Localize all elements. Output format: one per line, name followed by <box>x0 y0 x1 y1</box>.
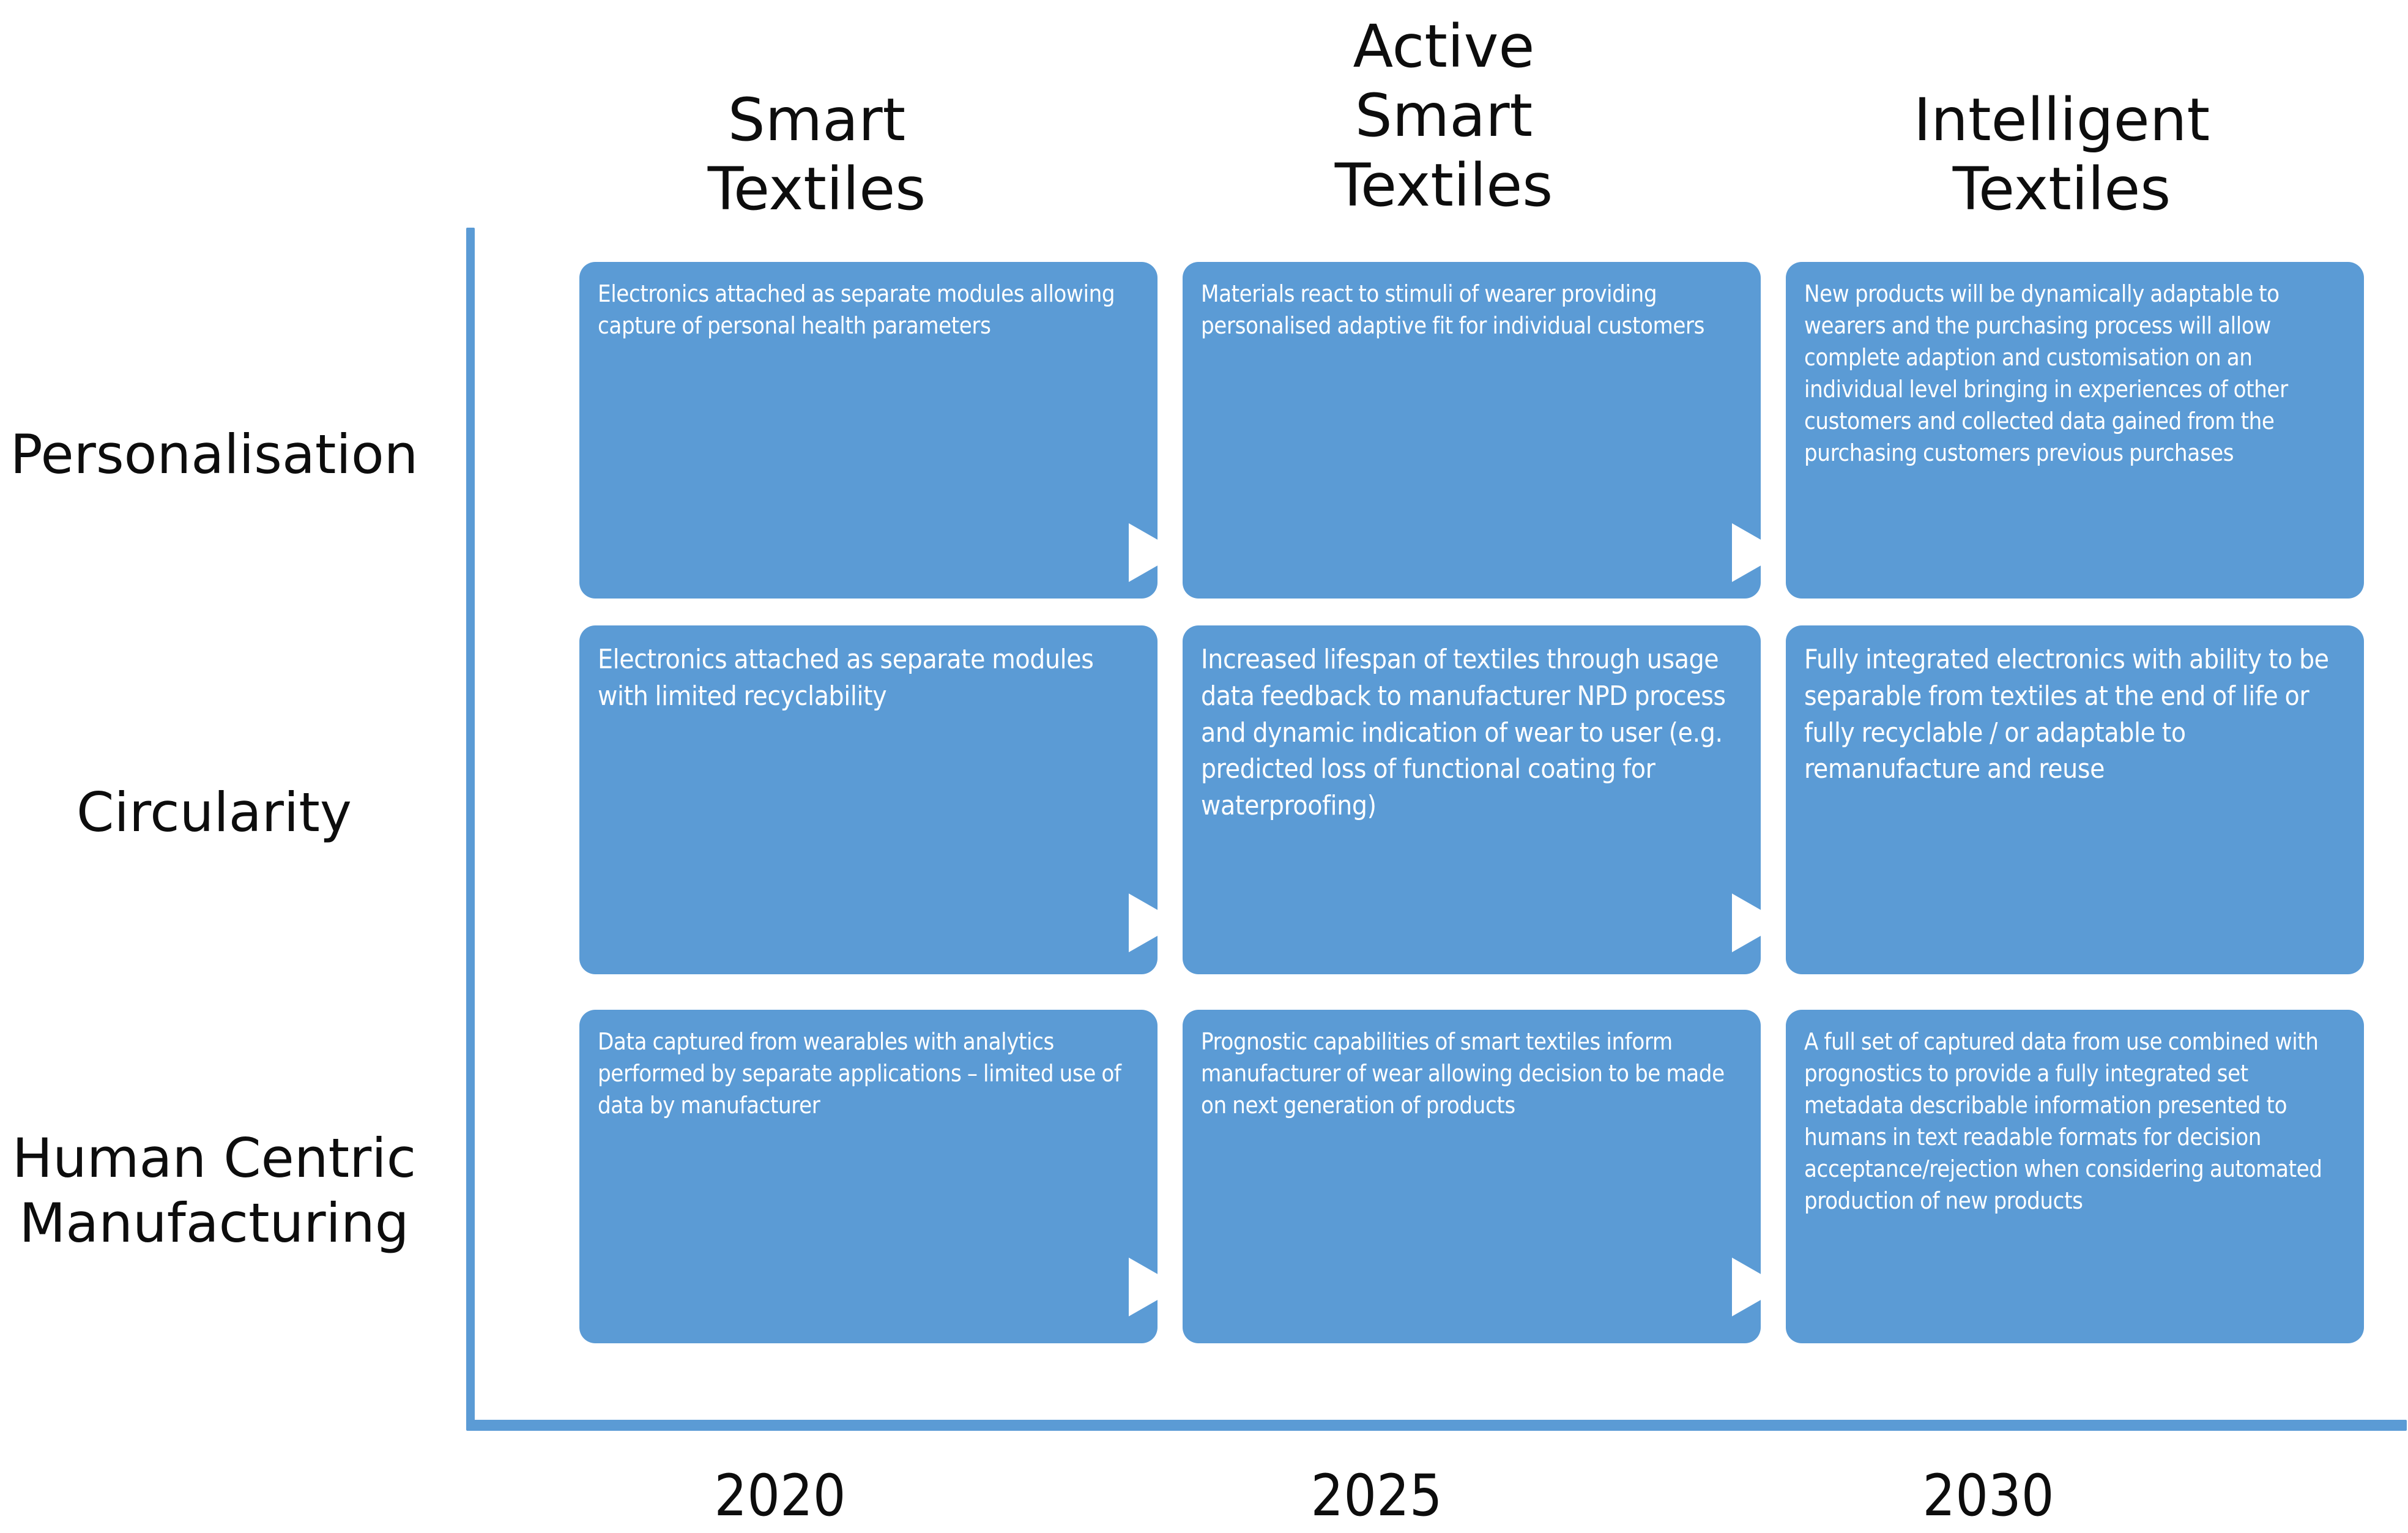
cell-text: A full set of captured data from use com… <box>1804 1028 2322 1215</box>
cell-human-centric-manufacturing-intelligent-textiles[interactable]: A full set of captured data from use com… <box>1786 1010 2364 1343</box>
category-axis <box>466 228 475 1428</box>
cell-human-centric-manufacturing-active-smart-textiles[interactable]: Prognostic capabilities of smart textile… <box>1183 1010 1761 1343</box>
cell-text: Materials react to stimuli of wearer pro… <box>1201 280 1705 340</box>
row-label-human-centric-manufacturing: Human Centric Manufacturing <box>12 1127 417 1255</box>
cell-text: Prognostic capabilities of smart textile… <box>1201 1028 1725 1119</box>
arrow-right-icon <box>1732 1258 1783 1316</box>
arrow-right-icon <box>1129 1258 1180 1316</box>
row-label-personalisation: Personalisation <box>10 423 418 486</box>
cell-personalisation-intelligent-textiles[interactable]: New products will be dynamically adaptab… <box>1786 262 2364 599</box>
year-label-2030: 2030 <box>1922 1463 2054 1529</box>
year-label-2025: 2025 <box>1310 1463 1443 1529</box>
year-label-2020: 2020 <box>714 1463 846 1529</box>
cell-personalisation-active-smart-textiles[interactable]: Materials react to stimuli of wearer pro… <box>1183 262 1761 599</box>
cell-text: Data captured from wearables with analyt… <box>598 1028 1121 1119</box>
cell-text: Increased lifespan of textiles through u… <box>1201 644 1726 822</box>
cell-text: New products will be dynamically adaptab… <box>1804 280 2288 467</box>
cell-personalisation-smart-textiles[interactable]: Electronics attached as separate modules… <box>579 262 1158 599</box>
cell-text: Electronics attached as separate modules… <box>598 644 1094 712</box>
arrow-right-icon <box>1129 893 1180 952</box>
cell-text: Fully integrated electronics with abilit… <box>1804 644 2329 785</box>
cell-human-centric-manufacturing-smart-textiles[interactable]: Data captured from wearables with analyt… <box>579 1010 1158 1343</box>
row-label-circularity: Circularity <box>76 781 352 844</box>
arrow-right-icon <box>1732 523 1783 582</box>
column-header-smart-textiles: Smart Textiles <box>707 86 926 224</box>
cell-circularity-intelligent-textiles[interactable]: Fully integrated electronics with abilit… <box>1786 625 2364 974</box>
time-axis <box>466 1420 2407 1431</box>
arrow-right-icon <box>1732 893 1783 952</box>
cell-circularity-smart-textiles[interactable]: Electronics attached as separate modules… <box>579 625 1158 974</box>
column-header-active-smart-textiles: Active Smart Textiles <box>1334 12 1553 220</box>
column-header-intelligent-textiles: Intelligent Textiles <box>1913 86 2210 224</box>
cell-circularity-active-smart-textiles[interactable]: Increased lifespan of textiles through u… <box>1183 625 1761 974</box>
arrow-right-icon <box>1129 523 1180 582</box>
cell-text: Electronics attached as separate modules… <box>598 280 1115 340</box>
